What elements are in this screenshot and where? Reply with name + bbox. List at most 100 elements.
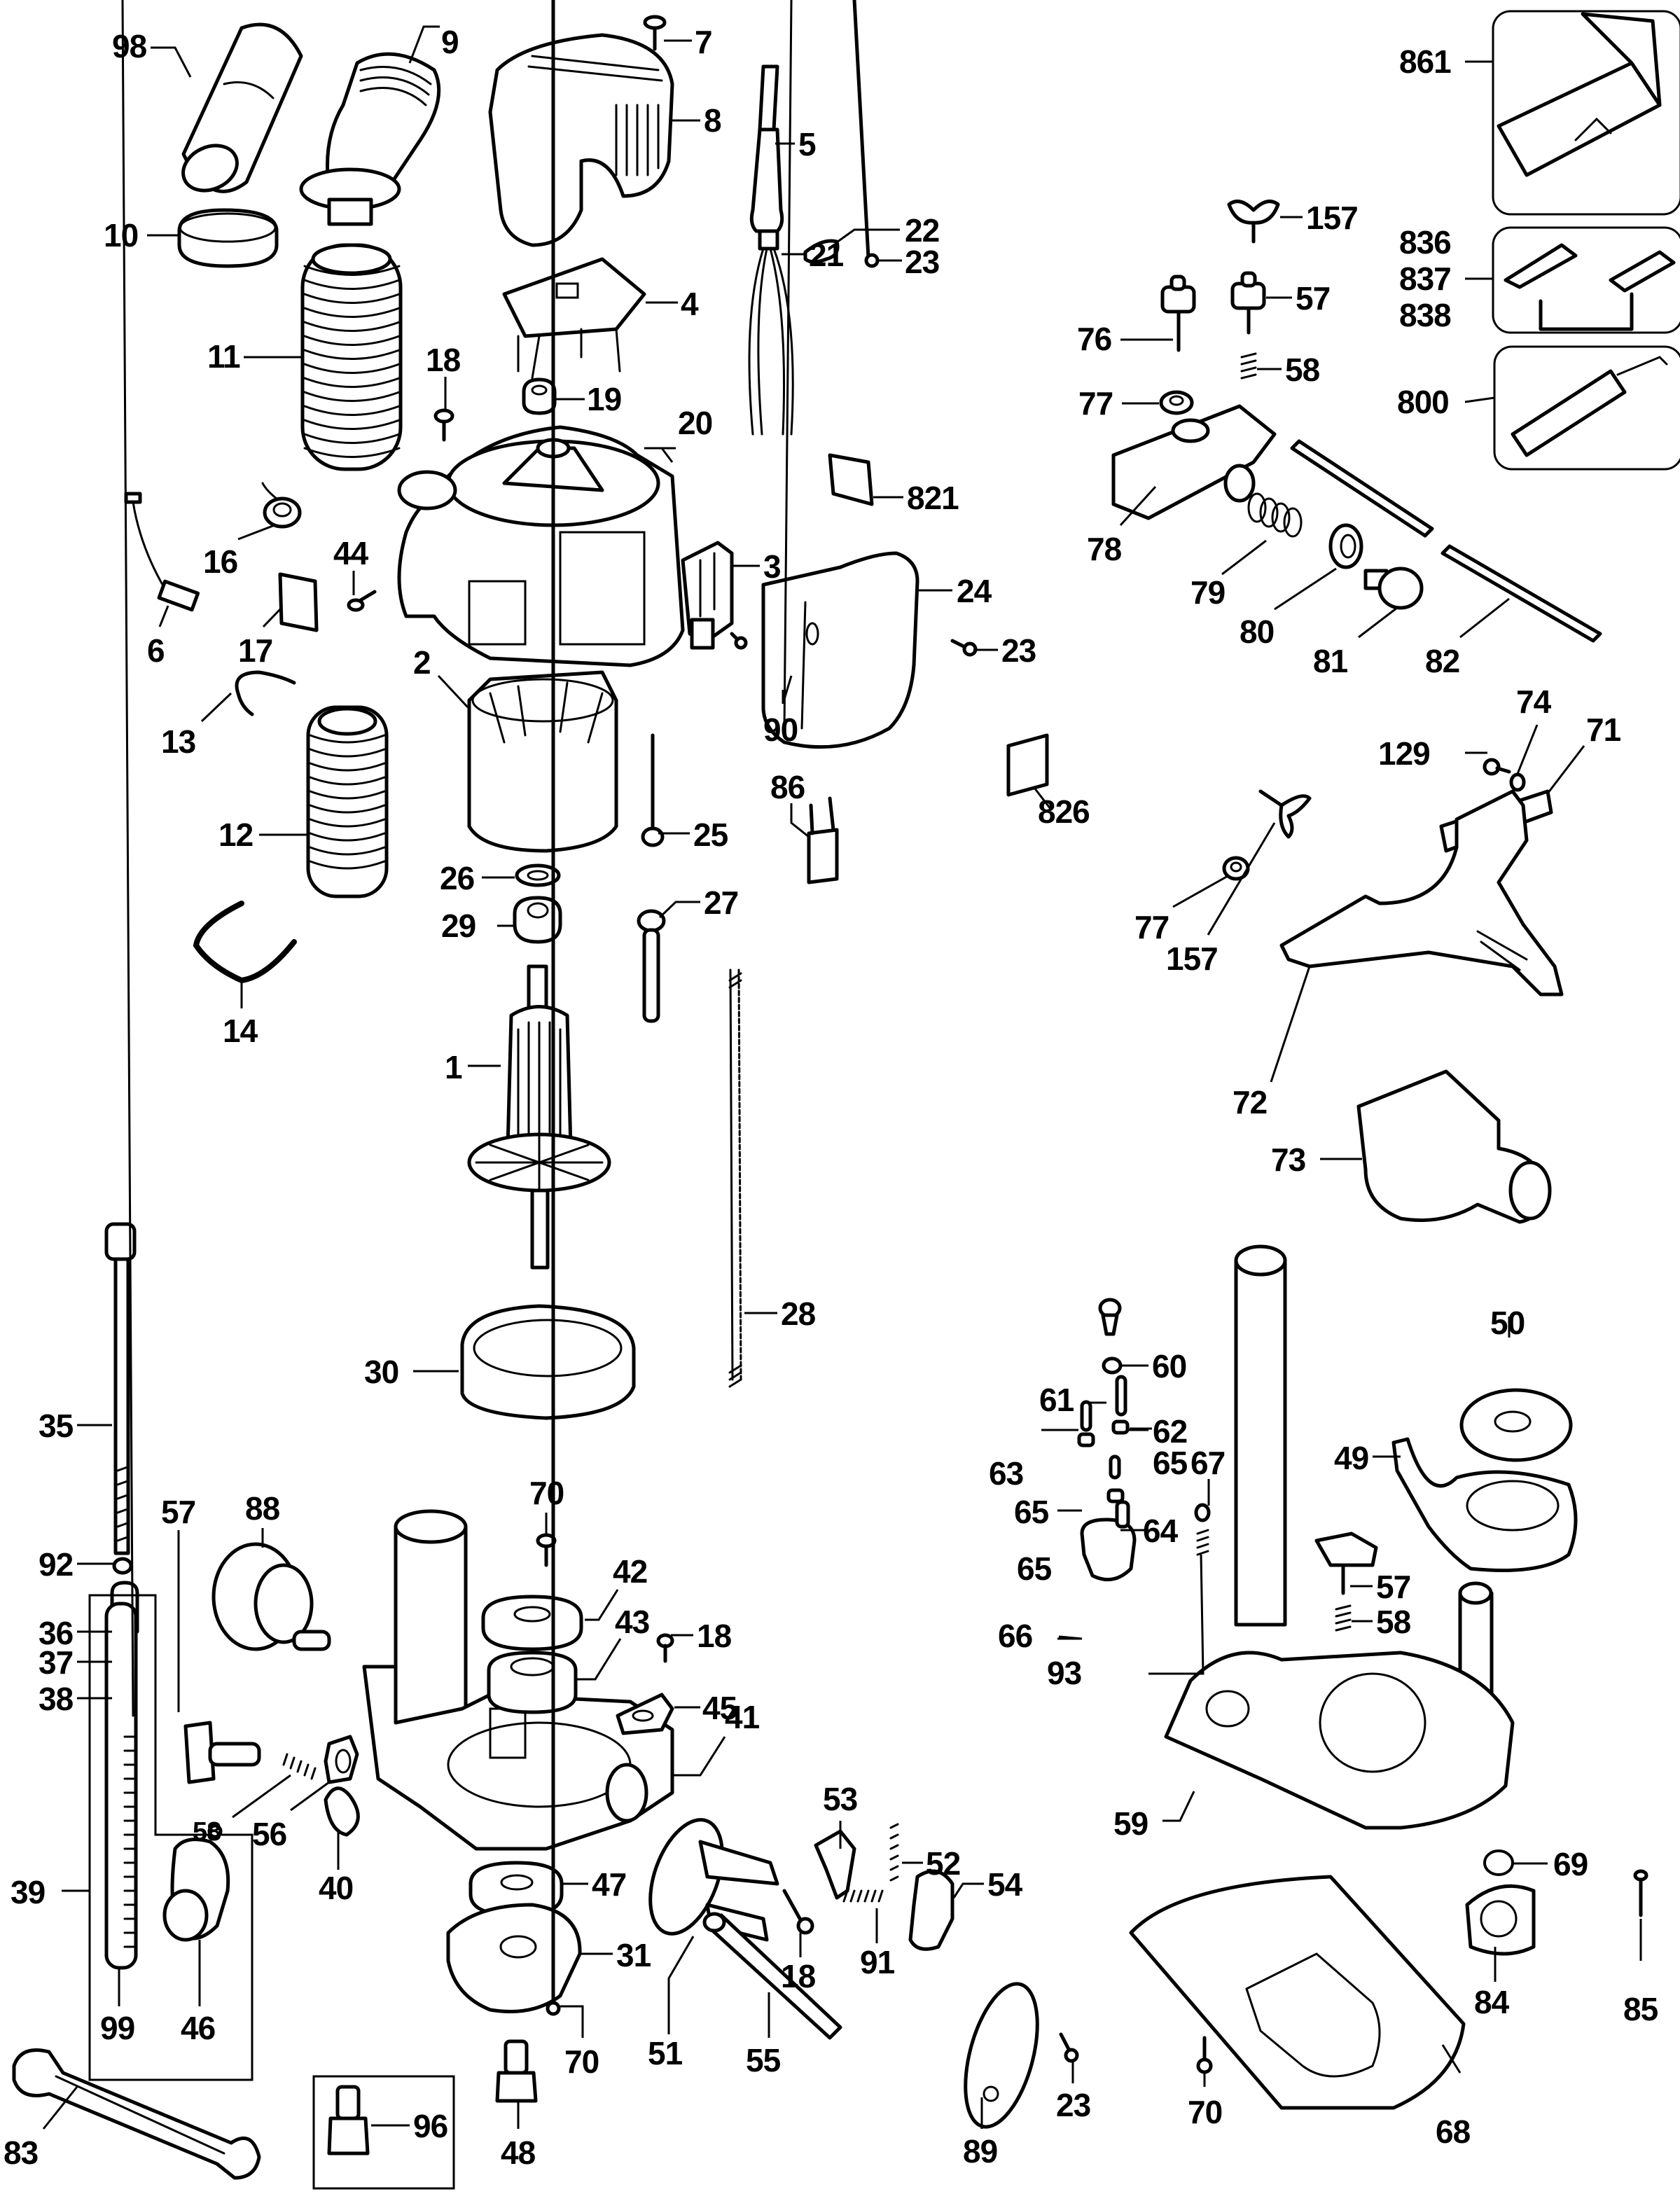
label-157b[interactable]: 157 xyxy=(1166,940,1219,977)
label-11[interactable]: 11 xyxy=(207,338,241,375)
label-40[interactable]: 40 xyxy=(319,1870,354,1906)
label-58a[interactable]: 58 xyxy=(193,1817,221,1847)
label-80[interactable]: 80 xyxy=(1240,613,1275,650)
label-57b[interactable]: 57 xyxy=(1296,280,1331,317)
label-84[interactable]: 84 xyxy=(1474,1984,1511,2020)
label-43[interactable]: 43 xyxy=(615,1604,650,1640)
label-837[interactable]: 837 xyxy=(1399,261,1452,297)
label-69[interactable]: 69 xyxy=(1553,1846,1588,1882)
label-838[interactable]: 838 xyxy=(1399,297,1452,333)
label-61[interactable]: 61 xyxy=(1039,1382,1075,1418)
label-50[interactable]: 50 xyxy=(1490,1305,1525,1341)
label-24[interactable]: 24 xyxy=(957,573,993,609)
label-62[interactable]: 62 xyxy=(1153,1413,1188,1450)
label-90[interactable]: 90 xyxy=(763,711,798,748)
label-91[interactable]: 91 xyxy=(860,1944,896,1980)
label-20[interactable]: 20 xyxy=(678,405,713,441)
label-65a[interactable]: 65 xyxy=(1153,1445,1188,1481)
label-88[interactable]: 88 xyxy=(245,1490,281,1527)
label-6[interactable]: 6 xyxy=(147,632,165,669)
label-77b[interactable]: 77 xyxy=(1134,909,1169,945)
label-82[interactable]: 82 xyxy=(1425,643,1460,679)
label-76[interactable]: 76 xyxy=(1077,321,1112,357)
label-67[interactable]: 67 xyxy=(1190,1445,1226,1481)
label-5[interactable]: 5 xyxy=(798,126,817,162)
label-56[interactable]: 56 xyxy=(252,1816,287,1852)
label-99[interactable]: 99 xyxy=(100,2010,135,2046)
label-821[interactable]: 821 xyxy=(907,480,959,516)
label-21[interactable]: 21 xyxy=(809,237,845,273)
label-72[interactable]: 72 xyxy=(1233,1084,1268,1120)
label-861[interactable]: 861 xyxy=(1399,43,1452,80)
label-800[interactable]: 800 xyxy=(1397,384,1450,420)
label-14[interactable]: 14 xyxy=(223,1013,259,1049)
label-18b[interactable]: 18 xyxy=(697,1618,733,1654)
label-836[interactable]: 836 xyxy=(1399,224,1452,261)
label-25[interactable]: 25 xyxy=(693,817,729,853)
label-35[interactable]: 35 xyxy=(39,1408,74,1444)
label-1[interactable]: 1 xyxy=(445,1049,463,1085)
label-39[interactable]: 39 xyxy=(11,1874,46,1910)
label-9[interactable]: 9 xyxy=(441,24,459,60)
label-65c[interactable]: 65 xyxy=(1017,1550,1053,1587)
label-27[interactable]: 27 xyxy=(704,884,739,921)
label-49[interactable]: 49 xyxy=(1334,1440,1369,1476)
label-81[interactable]: 81 xyxy=(1313,643,1349,679)
label-23a[interactable]: 23 xyxy=(905,244,940,280)
label-18c[interactable]: 18 xyxy=(781,1958,817,1994)
label-46[interactable]: 46 xyxy=(181,2010,216,2046)
label-73[interactable]: 73 xyxy=(1271,1141,1306,1178)
label-129[interactable]: 129 xyxy=(1378,735,1431,772)
label-23c[interactable]: 23 xyxy=(1056,2087,1091,2123)
label-53[interactable]: 53 xyxy=(823,1781,858,1817)
label-68[interactable]: 68 xyxy=(1436,2113,1471,2150)
label-36[interactable]: 36 xyxy=(39,1615,74,1651)
label-64[interactable]: 64 xyxy=(1143,1513,1179,1549)
label-85[interactable]: 85 xyxy=(1623,1991,1659,2027)
label-22[interactable]: 22 xyxy=(905,212,940,249)
label-83[interactable]: 83 xyxy=(4,2134,39,2171)
label-57c[interactable]: 57 xyxy=(1376,1569,1411,1605)
label-8[interactable]: 8 xyxy=(704,102,722,139)
label-7[interactable]: 7 xyxy=(695,24,713,60)
label-30[interactable]: 30 xyxy=(364,1354,399,1390)
label-79[interactable]: 79 xyxy=(1190,574,1226,611)
label-41[interactable]: 41 xyxy=(725,1699,761,1735)
label-58b[interactable]: 58 xyxy=(1285,352,1321,388)
label-12[interactable]: 12 xyxy=(218,817,254,853)
label-19[interactable]: 19 xyxy=(587,381,622,417)
label-3[interactable]: 3 xyxy=(763,548,782,585)
label-70c[interactable]: 70 xyxy=(1188,2094,1223,2130)
label-17[interactable]: 17 xyxy=(238,632,273,669)
label-16[interactable]: 16 xyxy=(203,543,238,580)
label-48[interactable]: 48 xyxy=(501,2134,536,2171)
label-55[interactable]: 55 xyxy=(746,2042,782,2078)
label-47[interactable]: 47 xyxy=(592,1866,627,1903)
label-78[interactable]: 78 xyxy=(1087,531,1123,567)
label-63[interactable]: 63 xyxy=(989,1455,1024,1492)
label-74[interactable]: 74 xyxy=(1516,683,1553,720)
label-38[interactable]: 38 xyxy=(39,1681,74,1717)
label-65b[interactable]: 65 xyxy=(1014,1494,1050,1530)
label-89[interactable]: 89 xyxy=(963,2133,998,2169)
label-37[interactable]: 37 xyxy=(39,1644,74,1681)
label-826[interactable]: 826 xyxy=(1038,793,1090,830)
label-96[interactable]: 96 xyxy=(413,2108,448,2144)
label-52[interactable]: 52 xyxy=(926,1845,961,1882)
label-42[interactable]: 42 xyxy=(613,1553,648,1590)
label-31[interactable]: 31 xyxy=(616,1937,652,1973)
label-59[interactable]: 59 xyxy=(1113,1805,1148,1842)
label-23b[interactable]: 23 xyxy=(1001,632,1036,669)
label-58c[interactable]: 58 xyxy=(1376,1604,1412,1640)
label-54[interactable]: 54 xyxy=(987,1866,1024,1903)
label-60[interactable]: 60 xyxy=(1152,1348,1187,1384)
label-4[interactable]: 4 xyxy=(681,286,700,322)
label-70a[interactable]: 70 xyxy=(529,1475,564,1511)
label-13[interactable]: 13 xyxy=(161,723,196,760)
label-157a[interactable]: 157 xyxy=(1306,200,1359,236)
label-93[interactable]: 93 xyxy=(1047,1655,1082,1691)
label-71[interactable]: 71 xyxy=(1586,711,1622,748)
label-92[interactable]: 92 xyxy=(39,1546,74,1583)
label-70b[interactable]: 70 xyxy=(564,2043,599,2080)
label-29[interactable]: 29 xyxy=(441,908,476,944)
